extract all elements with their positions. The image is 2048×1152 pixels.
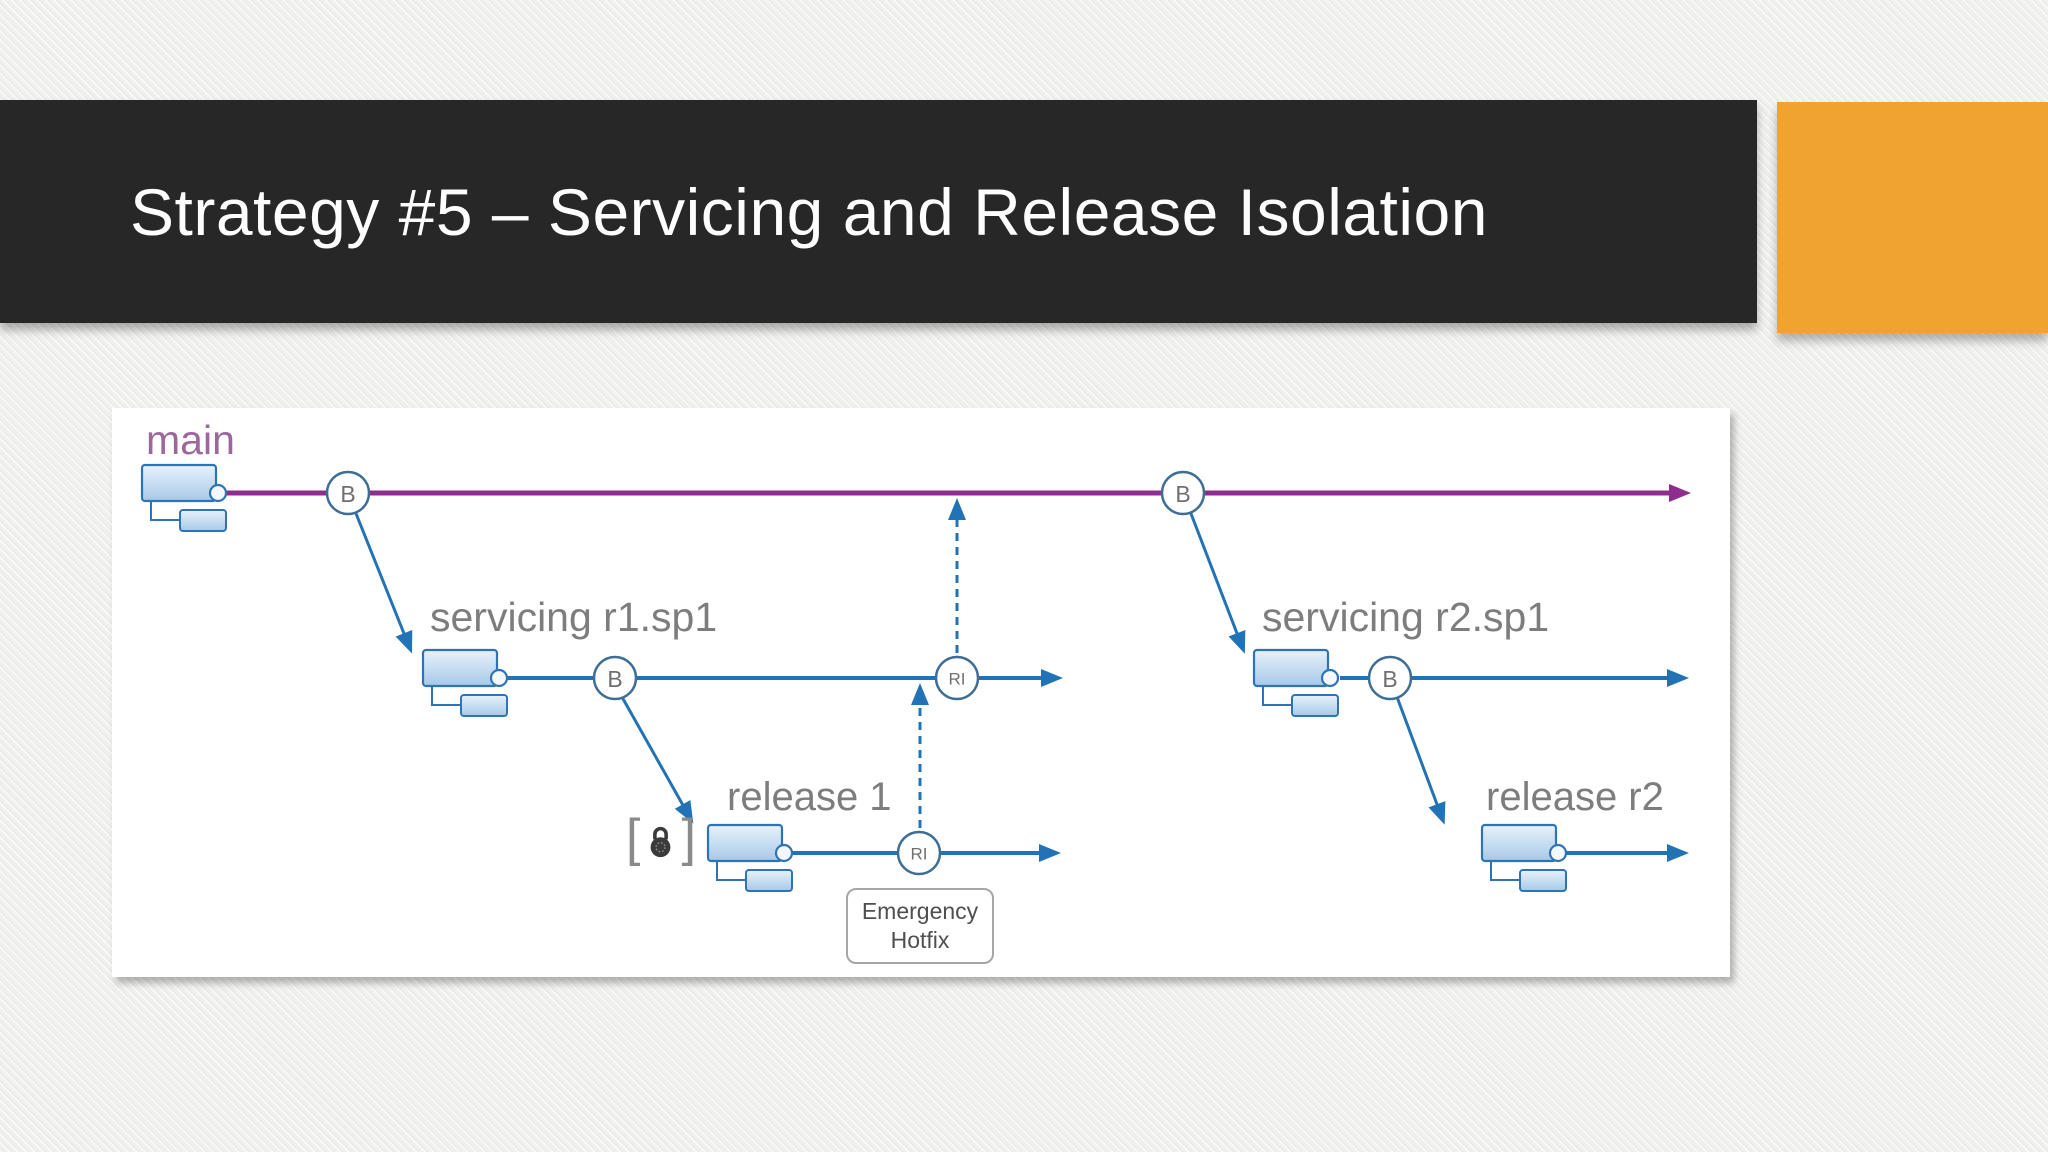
branching-diagram-panel: B B RI RI B B	[112, 408, 1730, 977]
servicing-r1-branch-label: servicing r1.sp1	[430, 594, 718, 640]
main-branch-icon	[140, 463, 228, 532]
accent-rectangle	[1777, 102, 2048, 333]
servicing-r1-branch-icon	[421, 648, 509, 717]
branch-node: B	[1160, 470, 1206, 516]
svg-text:B: B	[340, 481, 355, 507]
branch-node: B	[325, 470, 371, 516]
emergency-hotfix-line2: Hotfix	[890, 926, 950, 953]
branching-diagram-canvas: B B RI RI B B	[140, 463, 1691, 892]
svg-text:B: B	[1382, 666, 1397, 692]
branch-arrow-main-to-servicing-r2	[1188, 510, 1246, 654]
reverse-integration-node: RI	[896, 830, 942, 876]
servicing-r2-branch-icon	[1252, 648, 1340, 717]
branch-node: B	[1367, 655, 1413, 701]
locked-branch-marker: [ ]	[626, 809, 696, 867]
release-r2-branch-label: release r2	[1486, 775, 1664, 819]
emergency-hotfix-line1: Emergency	[861, 898, 979, 924]
branch-arrow-servicing-r2-to-release-r2	[1395, 696, 1446, 825]
svg-text:B: B	[1175, 481, 1190, 507]
main-branch-label: main	[146, 417, 235, 463]
reverse-integration-node: RI	[934, 655, 980, 701]
branch-arrow-servicing-r1-to-release-1	[620, 696, 694, 824]
servicing-r2-branch-label: servicing r2.sp1	[1262, 594, 1550, 640]
slide-title-bar: Strategy #5 – Servicing and Release Isol…	[0, 100, 1757, 323]
lock-left-bracket: [	[626, 809, 641, 867]
release-1-branch-label: release 1	[727, 775, 892, 819]
slide-title: Strategy #5 – Servicing and Release Isol…	[130, 174, 1488, 249]
svg-text:RI: RI	[911, 845, 928, 864]
svg-text:RI: RI	[949, 670, 966, 689]
release-r2-branch-icon	[1480, 823, 1568, 892]
branch-node: B	[592, 655, 638, 701]
branch-arrow-main-to-servicing-r1	[353, 510, 413, 654]
release-1-branch-icon	[706, 823, 794, 892]
padlock-icon	[651, 826, 671, 858]
svg-text:B: B	[607, 666, 622, 692]
emergency-hotfix-annotation: Emergency Hotfix	[846, 888, 994, 964]
lock-right-bracket: ]	[681, 809, 696, 867]
